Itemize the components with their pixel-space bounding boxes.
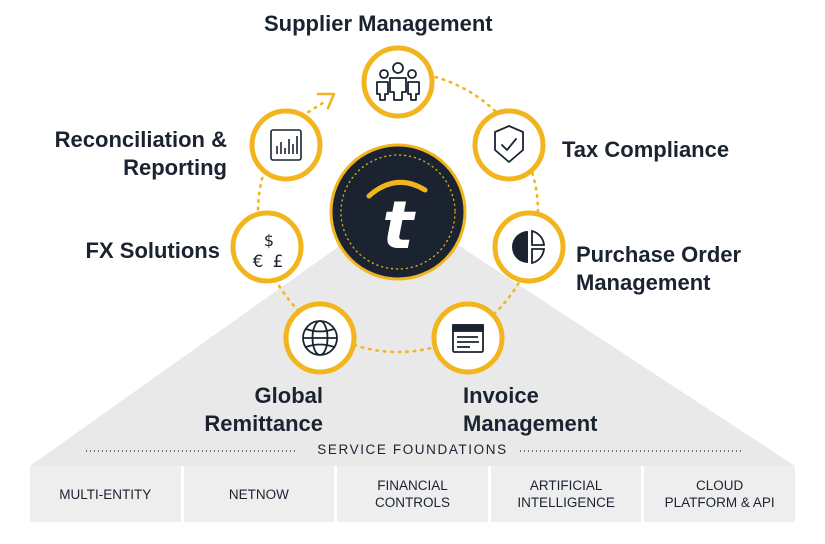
- node-invoice-management: [431, 301, 505, 375]
- node-purchase-order: [492, 210, 566, 284]
- node-reconciliation-reporting: [249, 108, 323, 182]
- pie-chart-icon: [512, 229, 545, 265]
- node-global-remittance: [283, 301, 357, 375]
- tipalti-logo: t: [329, 143, 467, 281]
- globe-icon: [302, 320, 338, 356]
- invoice-document-icon: [452, 324, 484, 353]
- foundations-title: SERVICE FOUNDATIONS: [307, 442, 518, 457]
- euro-symbol: €: [253, 252, 264, 272]
- bar-chart-icon: [270, 129, 302, 161]
- dollar-symbol: $: [264, 231, 274, 250]
- label-supplier-management: Supplier Management: [264, 11, 493, 36]
- node-fx-solutions: $ € £: [230, 210, 304, 284]
- shield-check-icon: [494, 125, 524, 163]
- label-reconciliation-reporting: Reconciliation & Reporting: [54, 127, 227, 180]
- node-supplier-management: [361, 45, 435, 119]
- node-tax-compliance: [472, 108, 546, 182]
- logo-letter: t: [382, 187, 416, 264]
- label-global-remittance: Global Remittance: [204, 383, 323, 436]
- currency-icon: $ € £: [253, 231, 284, 272]
- cycle-arrow: [300, 92, 336, 118]
- pound-symbol: £: [273, 252, 284, 272]
- foundation-tile: ARTIFICIAL INTELLIGENCE: [491, 466, 645, 522]
- foundations-bar: [30, 466, 795, 522]
- label-purchase-order: Purchase Order Management: [576, 242, 742, 295]
- foundation-tile: FINANCIAL CONTROLS: [337, 466, 491, 522]
- label-tax-compliance: Tax Compliance: [562, 137, 730, 162]
- foundations-title-row: SERVICE FOUNDATIONS: [0, 440, 825, 460]
- foundation-tile: NETNOW: [184, 466, 338, 522]
- people-icon: [376, 62, 420, 101]
- label-fx-solutions: FX Solutions: [85, 238, 220, 263]
- foundation-tile: CLOUD PLATFORM & API: [664, 478, 775, 510]
- background-triangle: [30, 205, 795, 466]
- foundation-tile: MULTI-ENTITY: [30, 466, 184, 522]
- foundations-tiles: MULTI-ENTITY NETNOW FINANCIAL CONTROLS A…: [30, 466, 795, 522]
- label-invoice-management: Invoice Management: [463, 383, 598, 436]
